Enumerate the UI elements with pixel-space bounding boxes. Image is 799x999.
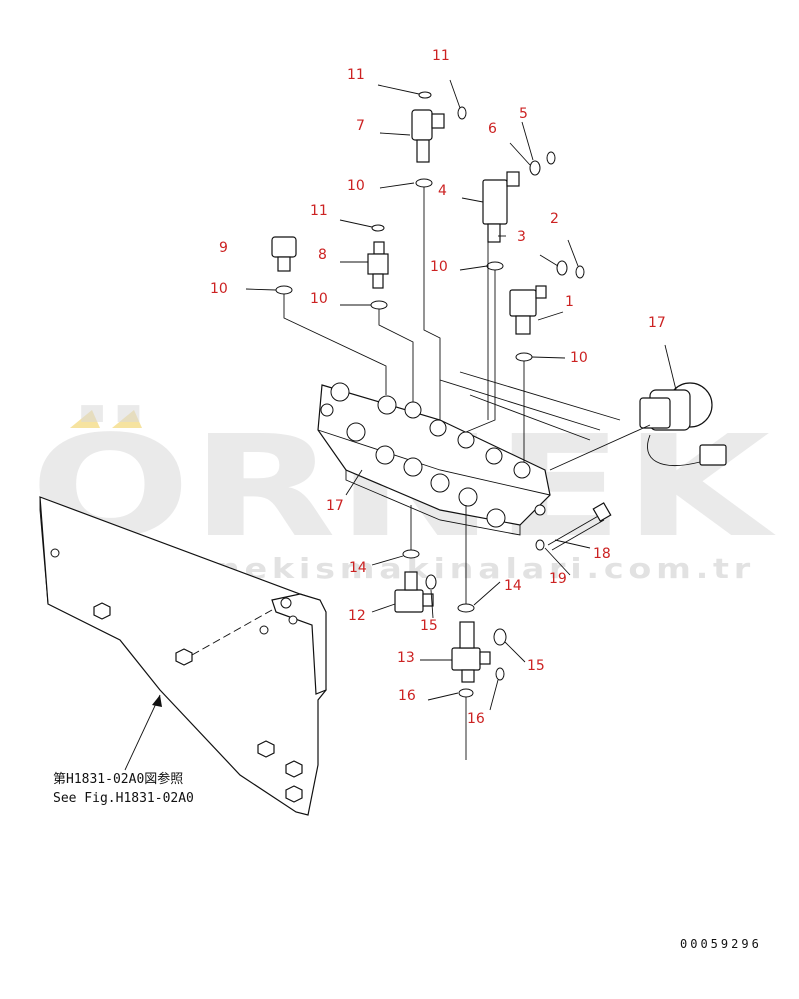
callout-16: 16 [398, 688, 416, 704]
nut-icon [285, 785, 303, 803]
reference-arrow [124, 694, 162, 771]
callout-17: 17 [326, 498, 344, 514]
valve-manifold [317, 382, 551, 536]
diagram-code: 00059296 [680, 937, 762, 951]
callout-13: 13 [397, 650, 415, 666]
fitting-13 [451, 621, 491, 683]
plug-9 [271, 236, 297, 272]
callout-10: 10 [210, 281, 228, 297]
callout-6: 6 [488, 121, 497, 137]
callout-17: 17 [648, 315, 666, 331]
callout-9: 9 [219, 240, 228, 256]
callout-3: 3 [517, 229, 526, 245]
callout-10: 10 [347, 178, 365, 194]
callout-10: 10 [310, 291, 328, 307]
callout-5: 5 [519, 106, 528, 122]
callout-7: 7 [356, 118, 365, 134]
fitting-8 [367, 241, 389, 289]
callout-14: 14 [349, 560, 367, 576]
callout-11: 11 [347, 67, 365, 83]
callout-4: 4 [438, 183, 447, 199]
fitting-7 [411, 109, 445, 163]
callout-1: 1 [565, 294, 574, 310]
callout-16: 16 [467, 711, 485, 727]
callout-12: 12 [348, 608, 366, 624]
callout-10: 10 [430, 259, 448, 275]
o-rings [275, 91, 585, 698]
callout-11: 11 [432, 48, 450, 64]
nut-icon [93, 602, 111, 620]
nut-icon [285, 760, 303, 778]
solenoid-4 [482, 171, 520, 243]
reference-note-jp: 第H1831-02A0図参照 [53, 771, 183, 787]
reference-note-en: See Fig.H1831-02A0 [53, 791, 194, 806]
leader-lines [245, 79, 677, 760]
solenoid-1 [509, 285, 547, 335]
solenoid-17 [639, 382, 727, 466]
callout-10: 10 [570, 350, 588, 366]
callout-14: 14 [504, 578, 522, 594]
callout-19: 19 [549, 571, 567, 587]
watermark-accent-right [112, 410, 142, 428]
nut-icon [175, 648, 193, 666]
callout-2: 2 [550, 211, 559, 227]
nut-icon [257, 740, 275, 758]
callout-15: 15 [527, 658, 545, 674]
bracket-plate [39, 496, 327, 816]
callout-11: 11 [310, 203, 328, 219]
callout-labels: 11 11 7 5 6 10 4 11 2 9 8 3 10 10 10 1 1… [210, 48, 666, 727]
watermark-accent-left [70, 410, 100, 428]
callout-18: 18 [593, 546, 611, 562]
callout-15: 15 [420, 618, 438, 634]
fitting-12 [394, 571, 434, 613]
callout-8: 8 [318, 247, 327, 263]
